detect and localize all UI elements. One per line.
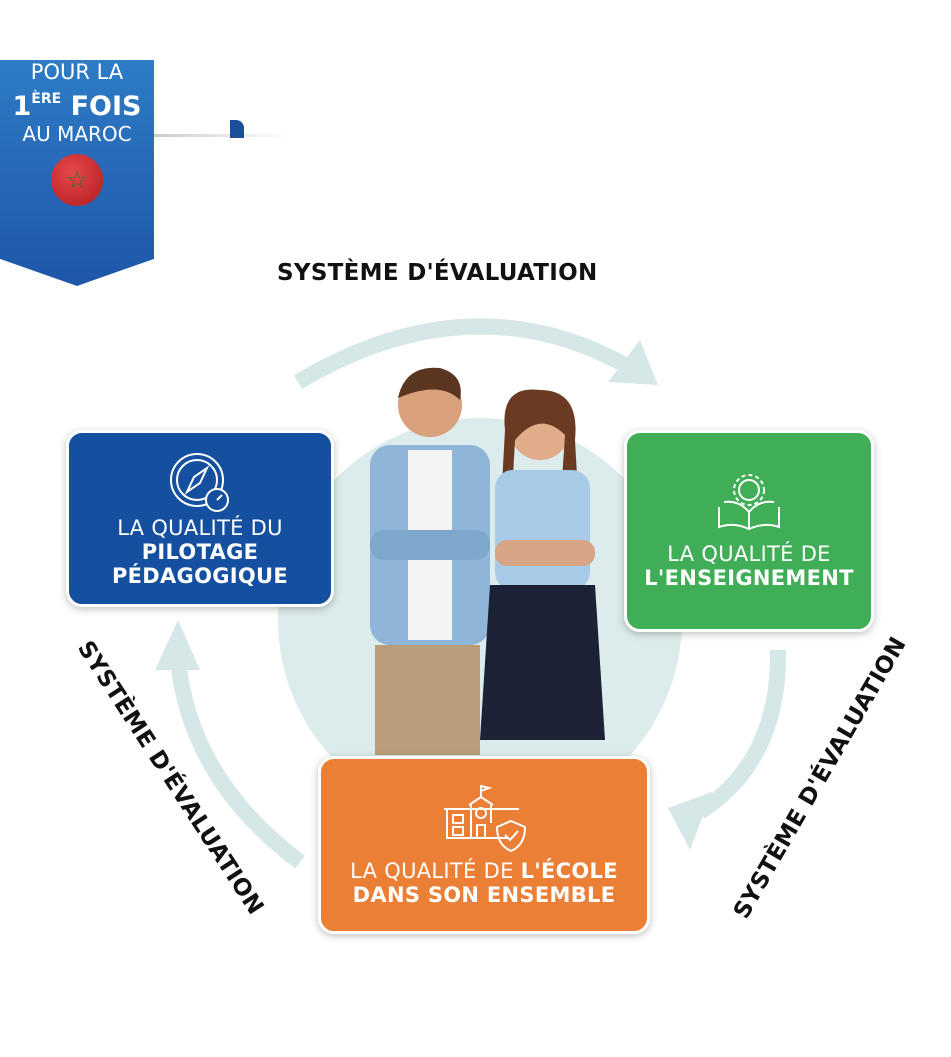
ribbon-sup: ÈRE: [31, 91, 62, 107]
arrow-top-head: [608, 340, 658, 385]
arrow-top: [293, 318, 629, 389]
pilotage-line1: LA QUALITÉ DU: [117, 515, 283, 540]
arrow-right: [695, 649, 787, 819]
ecole-plain: LA QUALITÉ DE: [350, 859, 521, 883]
ribbon-line3: AU MAROC: [22, 122, 132, 146]
pilotage-bold2: PÉDAGOGIQUE: [111, 563, 289, 588]
box-enseignement: LA QUALITÉ DE L'ENSEIGNEMENT: [624, 430, 874, 632]
ecole-line1: LA QUALITÉ DE L'ÉCOLE: [350, 859, 618, 883]
box-ecole: LA QUALITÉ DE L'ÉCOLE DANS SON ENSEMBLE: [318, 756, 650, 934]
box-pilotage: LA QUALITÉ DU PILOTAGE PÉDAGOGIQUE: [66, 430, 334, 607]
morocco-flag-icon: ☆: [51, 154, 103, 206]
pilotage-line3: PÉDAGOGIQUE: [112, 564, 288, 588]
enseignement-line2: L'ENSEIGNEMENT: [644, 566, 854, 590]
ribbon-line2: 1ÈRE FOIS: [0, 84, 154, 122]
pilotage-line2: PILOTAGE: [142, 540, 259, 564]
pilotage-bold1: PILOTAGE: [141, 539, 259, 564]
ecole-line2: DANS SON ENSEMBLE: [353, 883, 616, 907]
ribbon-num: 1: [12, 91, 32, 122]
ribbon-line1: POUR LA: [30, 60, 124, 84]
ribbon-fold-right: [230, 120, 244, 138]
cycle-arrows: [155, 318, 787, 869]
enseignement-line1: LA QUALITÉ DE: [667, 542, 831, 566]
ribbon-word: FOIS: [70, 91, 142, 122]
students-image: [370, 367, 605, 755]
cycle-label-top: SYSTÈME D'ÉVALUATION: [277, 260, 598, 286]
ecole-bold: L'ÉCOLE: [520, 859, 618, 883]
arrow-left-head: [155, 620, 200, 670]
first-time-ribbon: POUR LA 1ÈRE FOIS AU MAROC ☆: [0, 60, 154, 286]
ecole-bold2: DANS SON ENSEMBLE: [352, 883, 616, 907]
arrow-left: [170, 659, 305, 869]
arrow-right-head: [668, 792, 712, 850]
gear-book-icon: [718, 474, 780, 531]
enseignement-bold: L'ENSEIGNEMENT: [644, 566, 854, 590]
school-shield-icon: [444, 785, 527, 853]
compass-gauge-icon: [170, 452, 229, 512]
ribbon-shadow-line: [20, 134, 290, 137]
